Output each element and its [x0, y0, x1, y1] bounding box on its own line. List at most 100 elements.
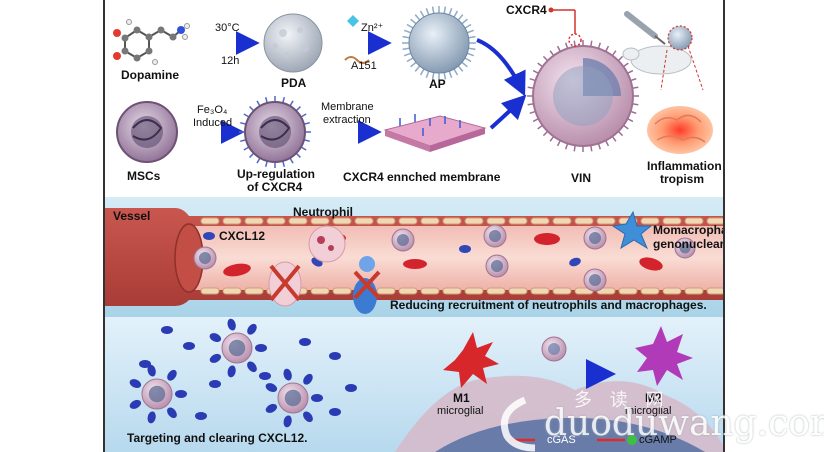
figure-panel: Dopamine 30°C 12h PDA Zn²⁺ A151 AP CXCR4…	[103, 0, 725, 452]
cxcl12-molecule	[147, 364, 156, 377]
m2-microglia-icon	[635, 326, 693, 386]
endothelial-cell	[530, 217, 550, 225]
neutrophil-cell	[308, 225, 346, 263]
endothelial-cell	[244, 287, 264, 295]
cxcl12-molecule	[227, 365, 236, 378]
cxcl12-molecule	[345, 384, 357, 392]
cxcl12-molecule	[299, 338, 311, 346]
endothelial-cell	[662, 217, 682, 225]
watermark-swoosh	[500, 396, 536, 452]
label-tropism: tropism	[660, 172, 705, 186]
endothelial-cell	[222, 217, 242, 225]
endothelial-cell	[464, 287, 484, 295]
cxcl12-molecule	[129, 399, 142, 409]
cxcl12-molecule	[167, 369, 177, 381]
cxcl12-molecule	[183, 342, 195, 350]
cxcr4-membrane-sheet	[383, 114, 487, 152]
cxcl12-molecule	[283, 368, 292, 381]
endothelial-cell	[200, 287, 220, 295]
label-enriched-membrane: CXCR4 ennched membrane	[343, 170, 501, 184]
cxcl12-molecule	[265, 403, 278, 413]
vin-particle	[485, 254, 509, 278]
cxcl12-molecule	[283, 415, 292, 428]
watermark-chars: 多 读 网	[574, 390, 670, 411]
endothelial-cell	[640, 217, 660, 225]
label-cxcl12: CXCL12	[219, 229, 266, 243]
diagram-canvas	[105, 6, 723, 452]
endothelial-cell	[486, 217, 506, 225]
msc-cell	[116, 101, 178, 163]
endothelial-cell	[332, 217, 352, 225]
endothelial-cell	[398, 217, 418, 225]
blocked-neutrophil	[268, 261, 302, 307]
label-upreg-2: of CXCR4	[247, 180, 303, 194]
label-mscs: MSCs	[127, 169, 161, 183]
watermark-url: duoduwang.com	[544, 403, 824, 444]
cxcl12-molecule	[195, 412, 207, 420]
label-mono-1: Momacropha	[653, 223, 725, 237]
endothelial-cell	[310, 217, 330, 225]
label-targeting: Targeting and clearing CXCL12.	[127, 431, 308, 445]
vin-particle	[141, 378, 173, 410]
label-cgas: cGAS	[547, 434, 576, 446]
endothelial-cell	[662, 287, 682, 295]
zn-diamond-icon	[347, 15, 359, 27]
label-m1: M1	[453, 391, 470, 405]
cxcl12-molecule	[147, 411, 156, 424]
cxcl12-molecule	[209, 333, 222, 342]
cxcl12-molecule	[259, 372, 271, 380]
cxcl12-molecule	[247, 361, 257, 373]
endothelial-cell	[486, 287, 506, 295]
label-mono-2: genonuclear	[653, 237, 725, 251]
endothelial-cell	[706, 217, 723, 225]
label-dopamine: Dopamine	[121, 68, 180, 82]
cxcl12-molecule	[209, 380, 221, 388]
cxcl12-molecule	[303, 373, 313, 385]
endothelial-cell	[508, 287, 528, 295]
vin-particle	[277, 382, 309, 414]
label-induced: Induced	[193, 117, 233, 129]
label-zn: Zn²⁺	[361, 22, 384, 34]
label-m1-microglial: microglial	[437, 405, 484, 417]
label-cgamp: cGAMP	[639, 434, 677, 446]
cxcl12-molecule	[129, 379, 142, 388]
label-temperature: 30°C	[215, 22, 240, 34]
cxcl12-molecule	[255, 344, 267, 352]
cxcl12-molecule	[161, 326, 173, 334]
mouse-icon	[622, 25, 704, 91]
endothelial-cell	[376, 287, 396, 295]
label-inflammation: Inflammation	[647, 159, 722, 173]
endothelial-cell	[640, 287, 660, 295]
label-upreg-1: Up-regulation	[237, 167, 315, 181]
endothelial-cell	[552, 217, 572, 225]
endothelial-cell	[398, 287, 418, 295]
endothelial-cell	[222, 287, 242, 295]
converge-arrow-bottom	[489, 94, 527, 130]
cxcl12-molecule	[311, 394, 323, 402]
vin-particle	[583, 226, 607, 250]
vin-particle	[674, 237, 696, 259]
endothelial-cell	[354, 217, 374, 225]
vin-particle	[221, 332, 253, 364]
label-time: 12h	[221, 55, 240, 67]
vin-particle-m1m2	[541, 336, 567, 362]
label-membrane-1: Membrane	[321, 101, 374, 113]
syringe-icon	[624, 11, 666, 45]
converge-arrow-top	[476, 38, 526, 97]
label-a151: A151	[351, 60, 377, 72]
endothelial-cell	[420, 217, 440, 225]
vin-particle	[391, 228, 415, 252]
cxcl12-molecule	[227, 318, 236, 331]
endothelial-cell	[420, 287, 440, 295]
pda-nanoparticle	[263, 13, 323, 73]
vin-particle	[483, 224, 507, 248]
endothelial-cell	[332, 287, 352, 295]
label-fe3o4: Fe₃O₄	[197, 104, 228, 116]
cxcl12-molecule	[303, 411, 313, 423]
label-vessel: Vessel	[113, 209, 151, 223]
label-cxcr4: CXCR4	[506, 3, 547, 17]
endothelial-cell	[200, 217, 220, 225]
vin-particle	[193, 246, 217, 270]
endothelial-cell	[376, 217, 396, 225]
endothelial-cell	[508, 217, 528, 225]
